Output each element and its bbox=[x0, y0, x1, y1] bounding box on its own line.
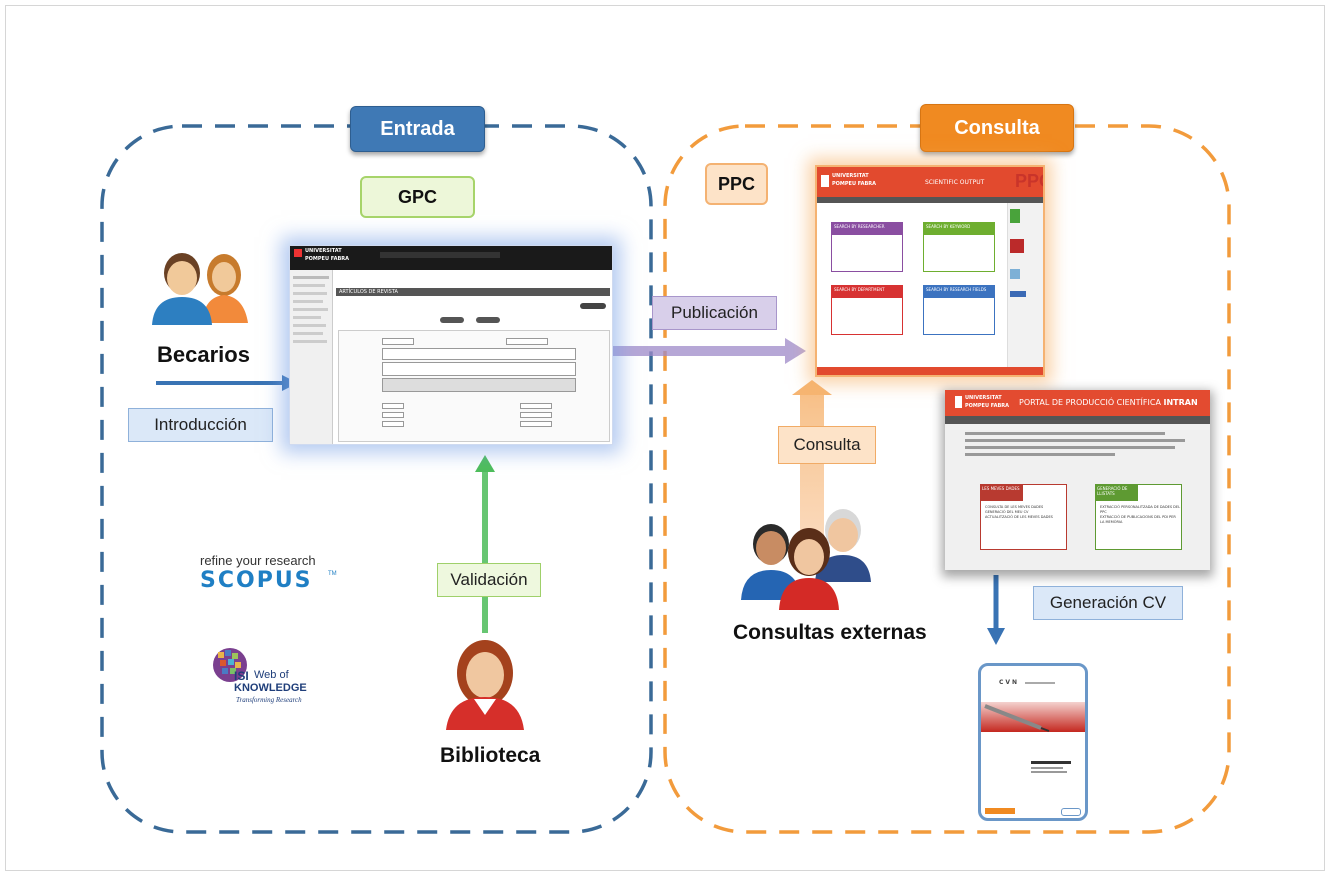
portal-box2-items: EXTRACCIÓ PERSONALITZADA DE DADES DEL PP… bbox=[1100, 505, 1181, 524]
validacion-label: Validación bbox=[437, 563, 541, 597]
entrada-region bbox=[100, 124, 653, 834]
validacion-arrow bbox=[475, 455, 495, 633]
isi-webof-text: Web of bbox=[254, 669, 289, 681]
ppc-logo: PPC bbox=[1015, 171, 1043, 191]
consultas-externas-icon bbox=[741, 509, 871, 610]
isi-logo: ISI Web of KNOWLEDGE Transforming Resear… bbox=[210, 645, 350, 709]
scopus-name: SCOPUS bbox=[200, 568, 313, 593]
generacion-cv-arrow bbox=[987, 575, 1005, 645]
introduccion-arrow bbox=[156, 375, 298, 391]
cv-document: CVN bbox=[978, 663, 1088, 821]
gpc-screenshot: UNIVERSITAT POMPEU FABRA ARTÍCULOS DE RE… bbox=[289, 245, 613, 445]
gpc-label: GPC bbox=[360, 176, 475, 218]
gpc-university2: POMPEU FABRA bbox=[305, 256, 350, 262]
publicacion-arrow bbox=[612, 338, 806, 364]
ppc-university2: POMPEU FABRA bbox=[832, 181, 877, 187]
ppc-box4-title: SEARCH BY RESEARCH FIELDS bbox=[924, 286, 994, 298]
becarios-label: Becarios bbox=[157, 342, 250, 367]
portal-box2-title: GENERACIÓ DE LLISTATS bbox=[1096, 485, 1138, 501]
page-frame bbox=[5, 5, 1325, 871]
biblioteca-icon bbox=[446, 640, 524, 730]
publicacion-label: Publicación bbox=[652, 296, 777, 330]
portal-screenshot: UNIVERSITAT POMPEU FABRA PORTAL DE PRODU… bbox=[945, 390, 1210, 570]
ppc-screenshot: UNIVERSITAT POMPEU FABRA SCIENTIFIC OUTP… bbox=[815, 165, 1045, 377]
cv-brand: CVN bbox=[999, 679, 1020, 686]
isi-knowledge-text: KNOWLEDGE bbox=[234, 682, 307, 694]
ppc-header: SCIENTIFIC OUTPUT bbox=[925, 179, 985, 186]
ppc-box2-title: SEARCH BY KEYWORD bbox=[924, 223, 994, 235]
portal-upf-logo-icon bbox=[955, 396, 962, 408]
pen-icon bbox=[984, 704, 1050, 732]
scopus-logo: refine your research SCOPUS TM bbox=[200, 553, 340, 593]
isi-tagline: Transforming Research bbox=[236, 696, 302, 704]
portal-box1-title: LES MEVES DADES bbox=[981, 485, 1023, 501]
introduccion-label: Introducción bbox=[128, 408, 273, 442]
consulta-arrow-label: Consulta bbox=[778, 426, 876, 464]
scopus-tm: TM bbox=[328, 571, 337, 577]
ppc-label: PPC bbox=[705, 163, 768, 205]
entrada-tab: Entrada bbox=[350, 106, 485, 152]
scopus-tagline: refine your research bbox=[200, 553, 316, 568]
gpc-university: UNIVERSITAT bbox=[305, 248, 342, 254]
ppc-box1-title: SEARCH BY RESEARCHER bbox=[832, 223, 902, 235]
becarios-icon bbox=[152, 253, 248, 325]
ppc-box3-title: SEARCH BY DEPARTMENT bbox=[832, 286, 902, 298]
ppc-upf-logo-icon bbox=[821, 175, 829, 187]
isi-globe-icon bbox=[213, 648, 247, 682]
portal-university: UNIVERSITAT bbox=[965, 395, 1002, 401]
generacion-cv-label: Generación CV bbox=[1033, 586, 1183, 620]
consultas-externas-label: Consultas externas bbox=[733, 621, 927, 644]
gpc-section-title: ARTÍCULOS DE REVISTA bbox=[339, 289, 398, 295]
portal-box1-items: CONSULTA DE LES MEVES DADES GENERACIÓ DE… bbox=[985, 505, 1053, 519]
isi-text: ISI bbox=[234, 669, 249, 683]
portal-university2: POMPEU FABRA bbox=[965, 403, 1010, 409]
biblioteca-label: Biblioteca bbox=[440, 744, 541, 767]
consulta-tab: Consulta bbox=[920, 104, 1074, 152]
ppc-university: UNIVERSITAT bbox=[832, 173, 869, 179]
upf-logo-icon bbox=[294, 249, 302, 257]
portal-header: PORTAL DE PRODUCCIÓ CIENTÍFICA INTRAN bbox=[1019, 398, 1198, 407]
